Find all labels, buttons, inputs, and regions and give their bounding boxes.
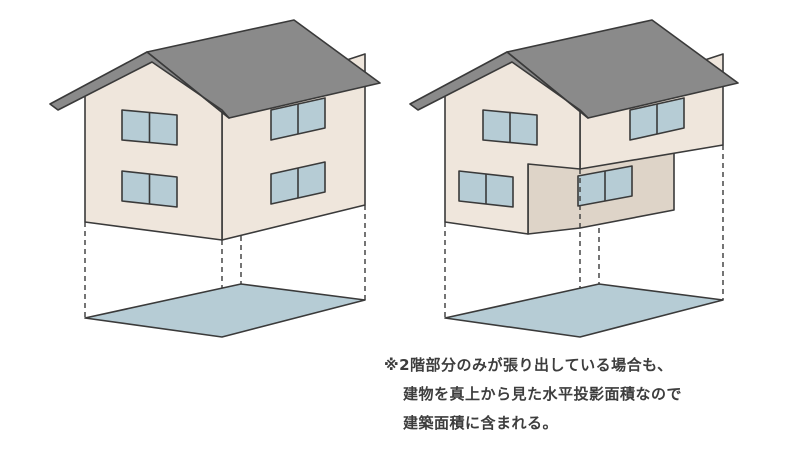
window xyxy=(458,170,514,208)
footprint-overhang xyxy=(444,283,724,338)
window xyxy=(121,109,178,146)
window xyxy=(577,165,633,207)
note-line-3: 建築面積に含まれる。 xyxy=(403,414,559,432)
explanation-note: ※2階部分のみが張り出している場合も、 建物を真上から見た水平投影面積なので 建… xyxy=(384,351,682,438)
house-overhang-roof-edge xyxy=(409,51,589,119)
window xyxy=(121,170,178,208)
window xyxy=(270,161,326,205)
note-line-1: ※2階部分のみが張り出している場合も、 xyxy=(384,356,673,374)
window xyxy=(270,97,326,141)
note-line-2: 建物を真上から見た水平投影面積なので xyxy=(403,385,683,403)
house-standard xyxy=(49,19,381,338)
footprint-standard xyxy=(84,283,366,338)
window xyxy=(629,97,685,141)
house-standard-roof-edge xyxy=(49,51,230,119)
house-overhang xyxy=(409,19,739,338)
window xyxy=(482,109,538,146)
